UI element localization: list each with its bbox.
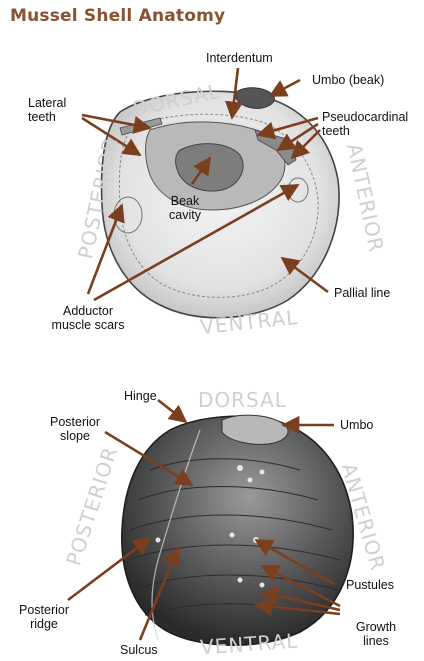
label-growth-lines: Growth lines [346, 620, 406, 648]
label-pseudocardinal-teeth: Pseudocardinal teeth [322, 110, 408, 138]
label-lateral-teeth: Lateral teeth [28, 96, 66, 124]
label-posterior-slope: Posterior slope [40, 415, 110, 443]
arrow-umbo-beak [270, 80, 300, 96]
label-sulcus: Sulcus [120, 643, 158, 657]
label-umbo: Umbo [340, 418, 373, 432]
label-pustules: Pustules [346, 578, 394, 592]
label-interdentum: Interdentum [206, 51, 273, 65]
bottom-dorsal-label: DORSAL [198, 388, 287, 412]
label-umbo-beak: Umbo (beak) [312, 73, 384, 87]
label-adductor-muscle-scars: Adductor muscle scars [34, 304, 142, 332]
arrow-hinge [158, 400, 186, 422]
label-pallial-line: Pallial line [334, 286, 390, 300]
label-posterior-ridge: Posterior ridge [14, 603, 74, 631]
label-hinge: Hinge [124, 389, 157, 403]
label-beak-cavity: Beak cavity [160, 194, 210, 222]
